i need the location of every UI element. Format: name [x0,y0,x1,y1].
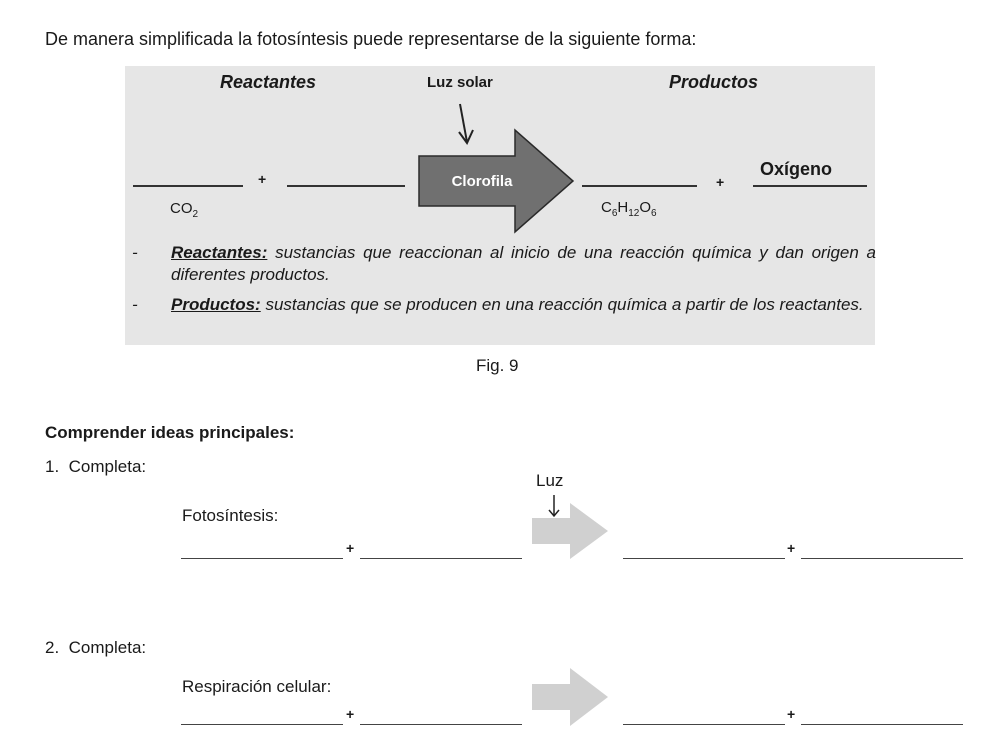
glucose-formula: C6H12O6 [601,199,657,219]
figure-caption: Fig. 9 [476,356,519,375]
definition-products: Productos: sustancias que se producen en… [171,295,864,314]
answer-blank[interactable] [181,558,343,559]
answer-blank[interactable] [360,724,522,725]
product-blank-line [582,185,697,187]
reactant-blank-line [287,185,405,187]
reaction-arrow-icon [418,128,575,234]
figure-panel: Reactantes Luz solar Productos Clorofila… [125,66,876,345]
co2-formula: CO2 [170,200,199,220]
photosynthesis-label: Fotosíntesis: [182,506,279,525]
chlorophyll-label: Clorofila [451,173,513,190]
intro-text: De manera simplificada la fotosíntesis p… [45,29,697,49]
light-label-q1: Luz [536,471,564,490]
reaction-arrow-icon [532,503,608,559]
answer-blank[interactable] [623,724,785,725]
definition-reactants: Reactantes: sustancias que reaccionan al… [171,243,876,284]
plus-sign: + [787,706,796,722]
reactants-header: Reactantes [220,72,317,92]
light-arrow-icon [548,495,560,518]
product-plus: + [716,174,725,190]
plus-sign: + [787,540,796,556]
answer-blank[interactable] [623,558,785,559]
definitions-list: - Reactantes: sustancias que reaccionan … [132,243,876,314]
light-label: Luz solar [427,74,493,91]
answer-blank[interactable] [181,724,343,725]
reactant-blank-line [133,185,243,187]
light-arrow-icon [458,103,474,145]
products-header: Productos [669,72,759,92]
reactant-plus: + [258,171,267,187]
plus-sign: + [346,540,355,556]
answer-blank[interactable] [801,558,963,559]
section-title: Comprender ideas principales: [45,423,295,442]
question-2: 2. Completa: [45,638,147,657]
question-1: 1. Completa: [45,457,147,476]
answer-blank[interactable] [801,724,963,725]
product-answer-line [753,185,867,187]
plus-sign: + [346,706,355,722]
oxygen-label: Oxígeno [760,159,833,179]
cellular-respiration-label: Respiración celular: [182,677,332,696]
reaction-arrow-icon [532,668,608,726]
answer-blank[interactable] [360,558,522,559]
